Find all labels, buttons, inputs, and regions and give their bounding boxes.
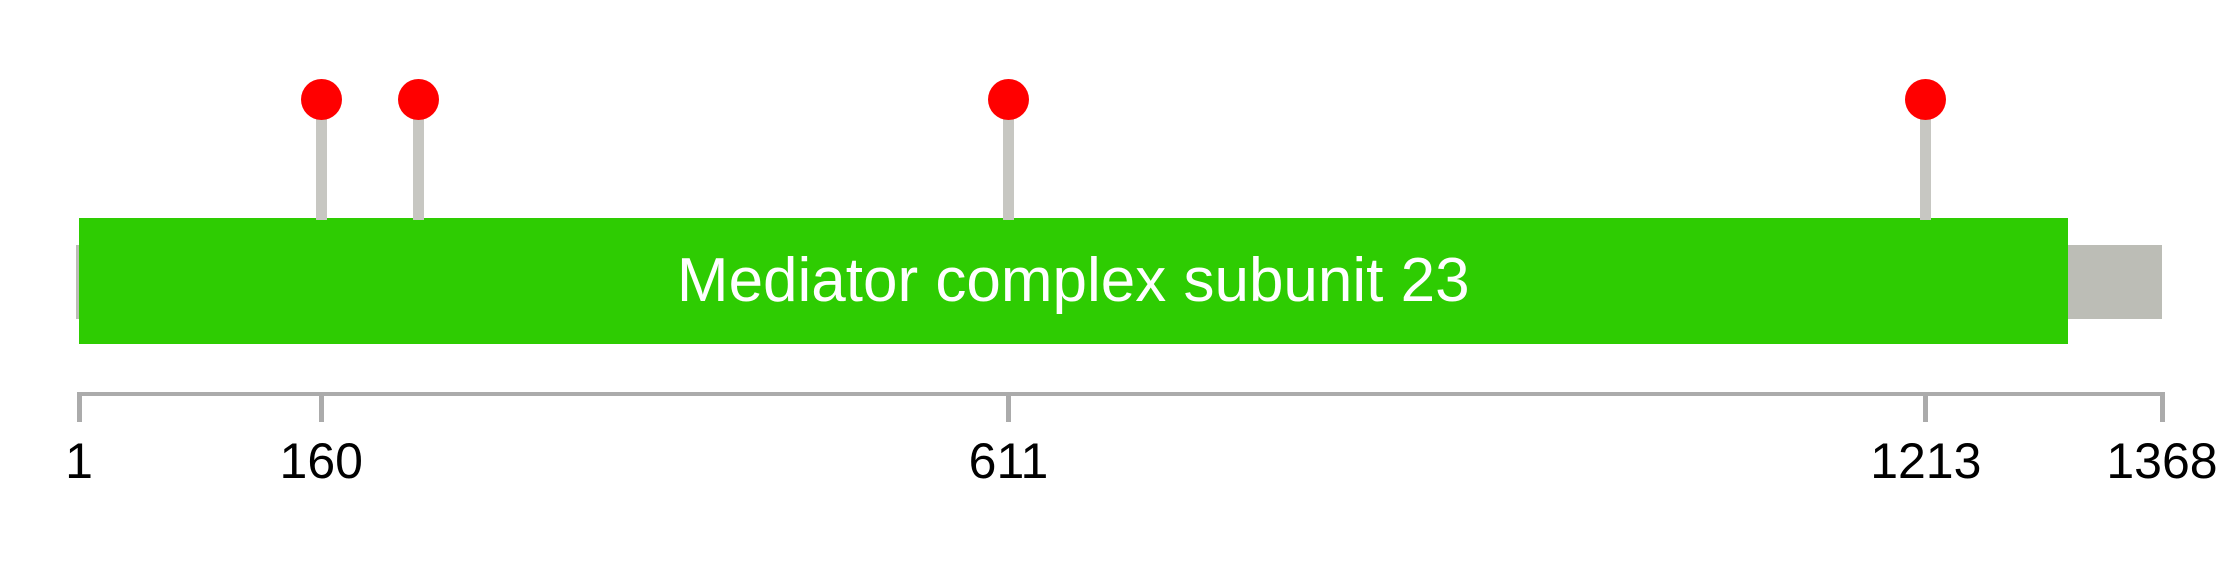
axis-tick-label: 1213 [1870, 433, 1982, 489]
mutation-lollipop[interactable] [300, 78, 342, 120]
axis-tick [1006, 392, 1011, 422]
mutation-lollipop[interactable] [1905, 78, 1947, 120]
axis-tick [1923, 392, 1929, 422]
axis-tick [76, 392, 82, 422]
axis-tick [318, 392, 324, 422]
lollipop-stem [315, 112, 327, 220]
lollipop-stem [413, 112, 425, 220]
lollipop-stem [1003, 112, 1014, 220]
mutation-lollipop[interactable] [398, 78, 440, 120]
axis-tick [2159, 392, 2165, 422]
mutation-lollipop[interactable] [988, 78, 1029, 120]
axis-tick-label: 1368 [2106, 433, 2218, 489]
domain-label: Mediator complex subunit 23 [676, 246, 1470, 315]
axis-tick-label: 611 [968, 433, 1049, 489]
lollipop-stem [1920, 112, 1932, 220]
axis-tick-label: 1 [65, 433, 93, 489]
x-axis-line [77, 392, 2164, 396]
protein-domain-bar[interactable]: Mediator complex subunit 23 [79, 218, 2068, 344]
axis-tick-label: 160 [279, 433, 363, 489]
